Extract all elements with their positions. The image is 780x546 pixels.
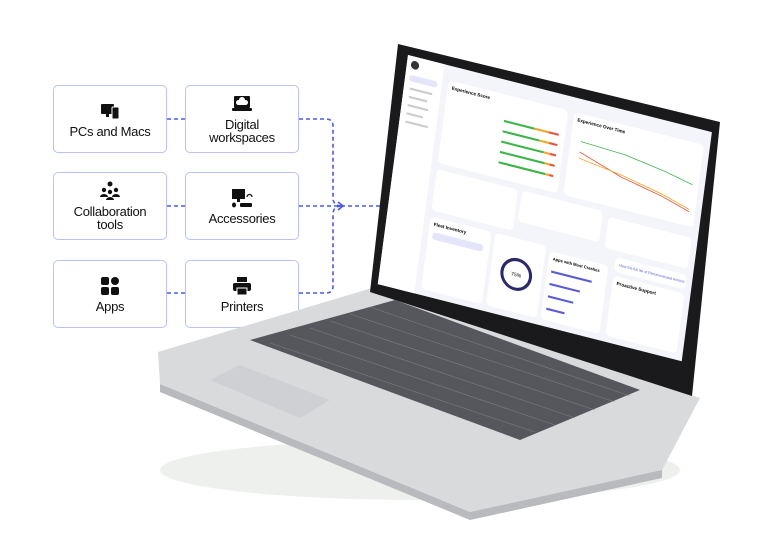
- box-label: Accessories: [208, 210, 276, 226]
- box-label: PCs and Macs: [69, 123, 151, 139]
- box-collaboration-tools: Collaboration tools: [53, 172, 167, 240]
- box-label: Apps: [95, 298, 125, 314]
- arrow-icon: [337, 201, 345, 211]
- touchpad: [210, 365, 330, 418]
- box-label: Printers: [220, 298, 264, 314]
- apps-grid-icon: [101, 276, 119, 295]
- box-accessories: Accessories: [185, 172, 299, 240]
- box-label: Digital workspaces: [209, 117, 275, 145]
- poor-line: [579, 151, 690, 212]
- keyboard: [250, 300, 640, 440]
- bracket-top: [299, 118, 343, 207]
- box-digital-workspaces: Digital workspaces: [185, 85, 299, 153]
- box-label: Collaboration tools: [73, 204, 147, 232]
- devices-icon: [101, 103, 120, 119]
- box-apps: Apps: [53, 260, 167, 328]
- printer-icon: [233, 276, 251, 295]
- fair-line: [578, 157, 690, 210]
- box-pcs-and-macs: PCs and Macs: [53, 85, 167, 153]
- people-icon: [100, 181, 120, 200]
- keyboard-keys: [269, 306, 631, 433]
- donut-value: 75%: [511, 271, 522, 280]
- screen-dashboard: Experience Score Experience Over Time Fl…: [377, 55, 712, 362]
- good-line: [580, 141, 693, 186]
- score-bars: [498, 119, 559, 178]
- bracket-bottom: [299, 205, 343, 294]
- laptop-base-edge: [160, 384, 662, 520]
- donut-chart: [500, 257, 533, 291]
- desktop-accessories-icon: [232, 188, 253, 207]
- cloud-laptop-icon: [232, 96, 252, 111]
